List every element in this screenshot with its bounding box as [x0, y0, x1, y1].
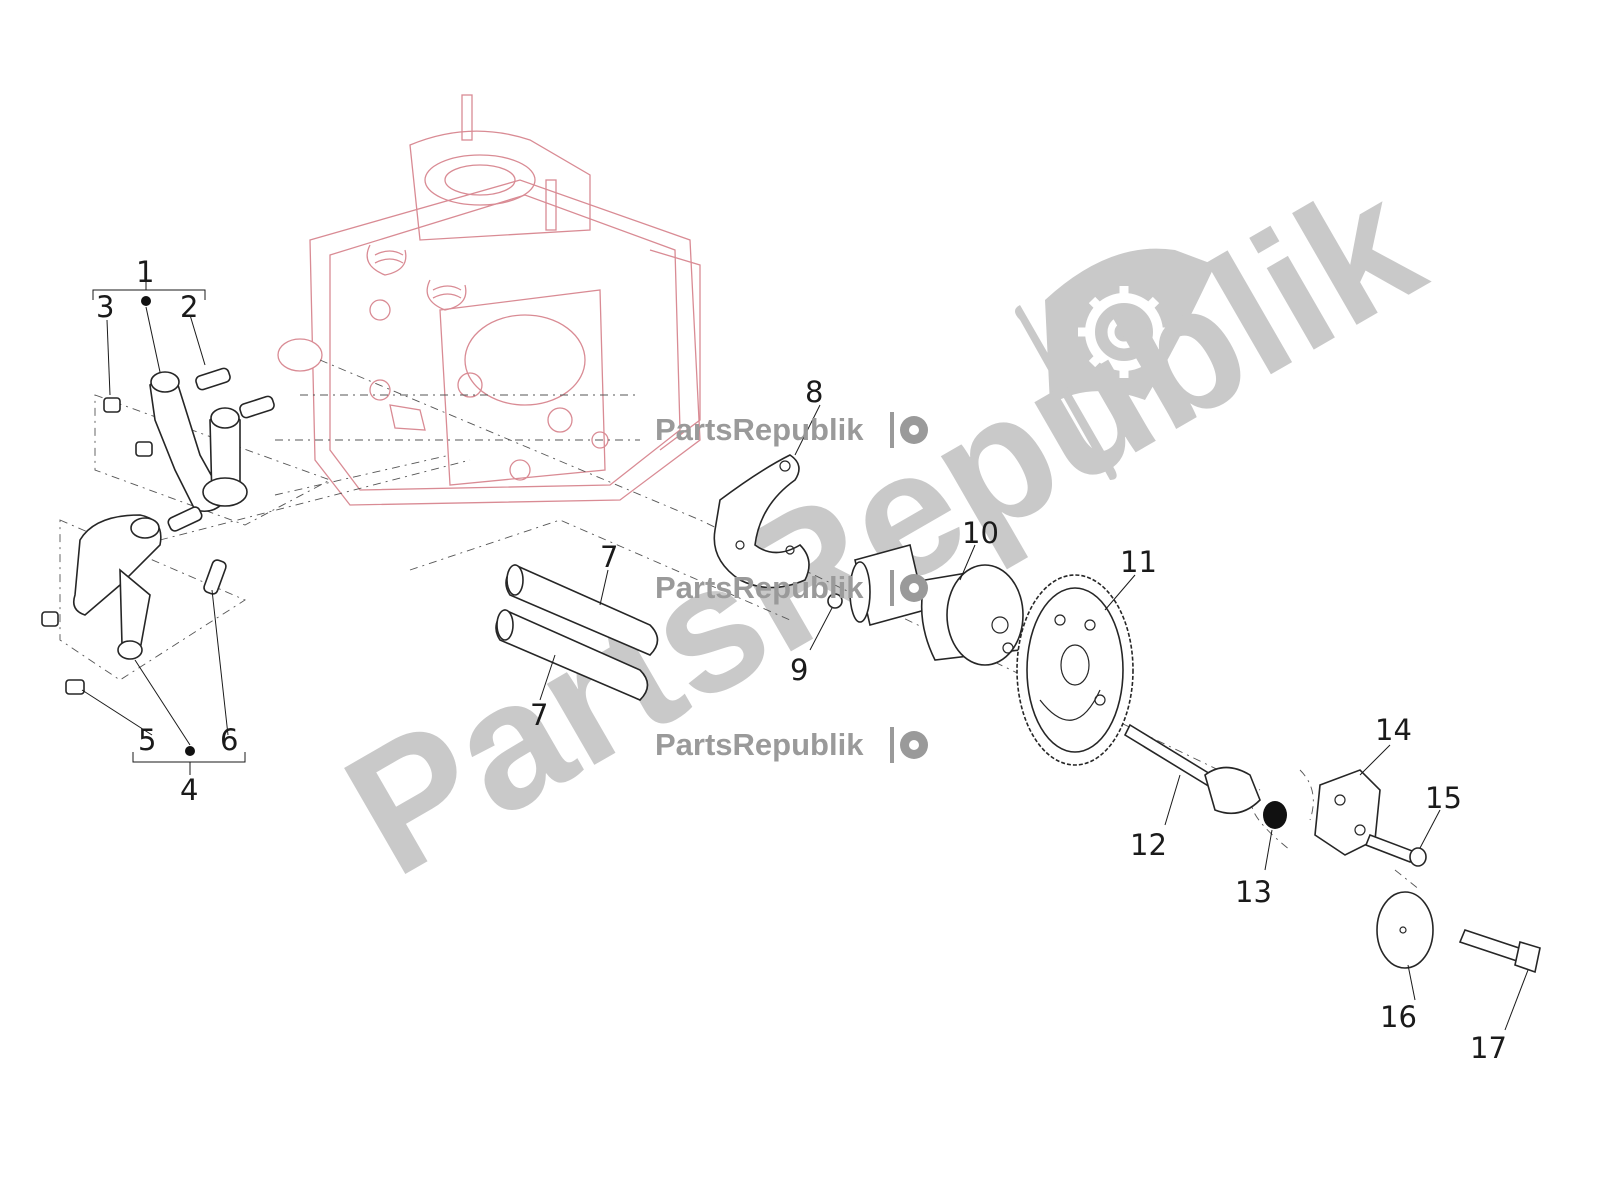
callout-7a: 7 — [600, 540, 618, 574]
callout-7b: 7 — [530, 698, 548, 732]
watermark-label-top: PartsRepublik — [655, 412, 864, 447]
callout-8: 8 — [805, 375, 823, 409]
callout-15: 15 — [1425, 781, 1462, 815]
screw-small — [1364, 833, 1427, 867]
spring — [1263, 801, 1287, 829]
watermark-label-middle: PartsRepublik — [655, 570, 864, 605]
callout-17: 17 — [1470, 1031, 1507, 1065]
callout-12: 12 — [1130, 828, 1167, 862]
cylinder-head — [277, 94, 701, 506]
callout-numbers: 1 2 3 4 5 6 7 7 8 9 10 11 12 13 14 15 16… — [96, 255, 1507, 1065]
rocker-arm-lower — [41, 506, 227, 695]
callout-3: 3 — [96, 290, 114, 324]
watermark-label-bottom: PartsRepublik — [655, 727, 864, 762]
watermark-gear-icon — [890, 412, 928, 763]
callout-14: 14 — [1375, 713, 1412, 747]
rocker-arm-upper — [103, 367, 275, 513]
callout-5: 5 — [138, 723, 156, 757]
bolt — [1458, 929, 1541, 974]
callout-10: 10 — [962, 516, 999, 550]
cam-plate — [713, 454, 810, 589]
cam-sprocket — [1016, 574, 1134, 766]
leader-lines — [81, 280, 1529, 1031]
callout-4: 4 — [180, 773, 198, 807]
callout-2: 2 — [180, 290, 198, 324]
pin — [827, 593, 843, 609]
rocker-shafts — [495, 564, 659, 701]
callout-11: 11 — [1120, 545, 1157, 579]
callout-6: 6 — [220, 723, 238, 757]
callout-13: 13 — [1235, 875, 1272, 909]
callout-1: 1 — [136, 255, 154, 289]
callout-16: 16 — [1380, 1000, 1417, 1034]
watermark-big-text: PartsRepublik — [315, 142, 1452, 913]
gear-flag-icon — [1015, 248, 1215, 480]
watermark-small: PartsRepublik PartsRepublik PartsRepubli… — [655, 412, 928, 763]
callout-9: 9 — [790, 653, 808, 687]
decompressor-lever — [1123, 723, 1261, 815]
washer — [1376, 891, 1434, 969]
